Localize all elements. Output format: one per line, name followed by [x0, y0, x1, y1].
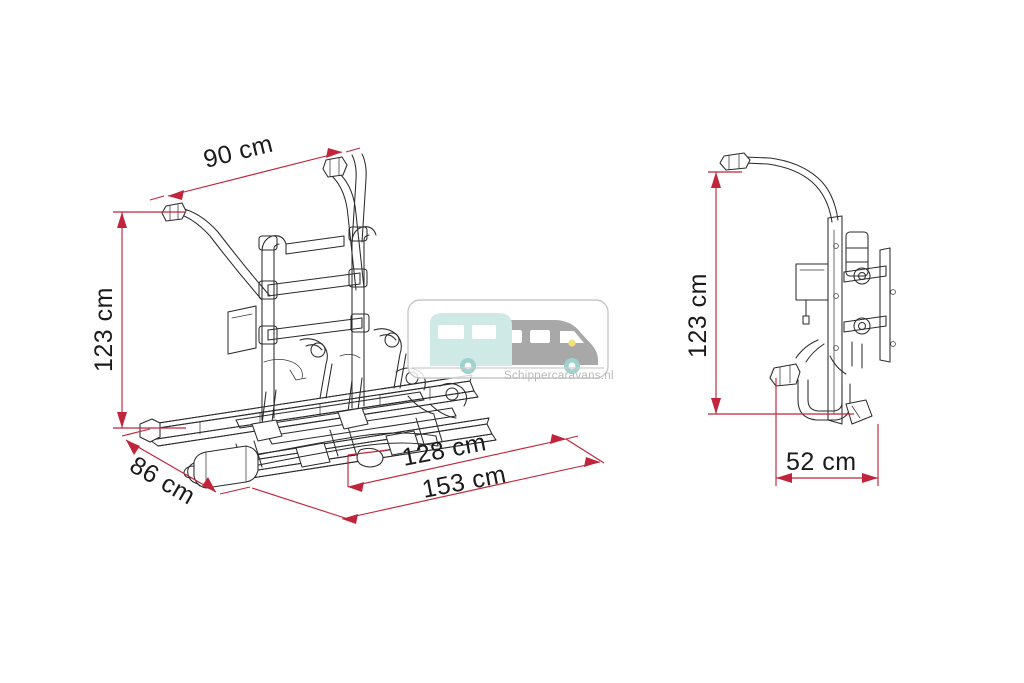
dimension-52cm: 52 cm: [775, 378, 879, 486]
bike-rack-isometric-drawing: [139, 153, 497, 489]
caravan-and-motorhome-logo: [412, 313, 604, 374]
headlamp-icon: [568, 339, 576, 347]
watermark-text: Schippercaravans.nl: [504, 370, 614, 382]
dimension-label-123cm-front: 123 cm: [90, 287, 118, 372]
dimension-label-52cm: 52 cm: [786, 448, 857, 476]
dimension-label-90cm: 90 cm: [201, 130, 276, 174]
dimension-123cm-front: 123 cm: [90, 211, 186, 429]
dimension-label-123cm-side: 123 cm: [684, 273, 712, 358]
watermark: Schippercaravans.nl: [407, 299, 614, 382]
dimension-123cm-side: 123 cm: [684, 171, 854, 415]
dimension-label-153cm: 153 cm: [420, 460, 509, 504]
dimension-90cm: 90 cm: [149, 130, 361, 201]
dimension-label-86cm: 86 cm: [125, 451, 200, 511]
bike-rack-side-drawing: [719, 152, 896, 425]
